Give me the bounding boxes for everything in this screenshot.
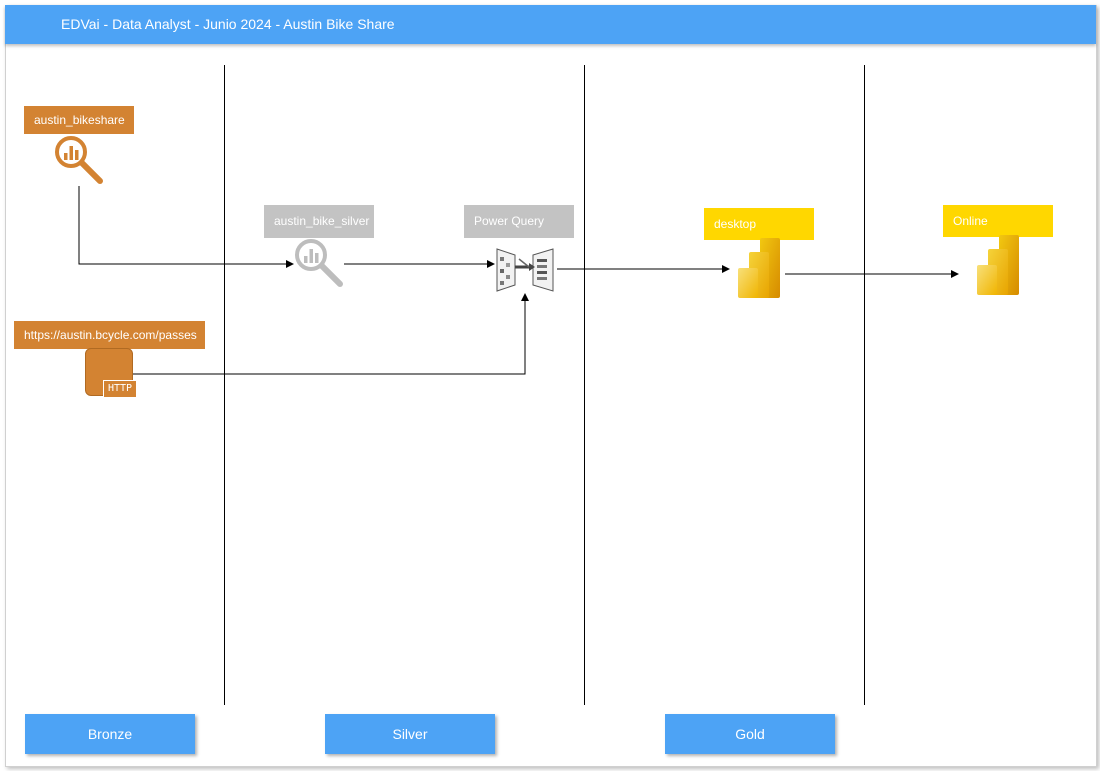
- node-label-online[interactable]: Online: [943, 205, 1053, 237]
- node-label-desktop[interactable]: desktop: [704, 208, 814, 240]
- layer-button-silver[interactable]: Silver: [325, 714, 495, 754]
- diagram-header: EDVai - Data Analyst - Junio 2024 - Aust…: [5, 5, 1096, 44]
- layer-button-gold[interactable]: Gold: [665, 714, 835, 754]
- power-bi-icon: [738, 238, 780, 298]
- lane-divider-gold-online: [864, 65, 865, 705]
- node-label-austin-bike-silver[interactable]: austin_bike_silver: [264, 205, 374, 238]
- http-web-icon: HTTP: [85, 348, 137, 398]
- search-analytics-icon: [55, 136, 103, 184]
- diagram-title: EDVai - Data Analyst - Junio 2024 - Aust…: [61, 16, 395, 32]
- edge-bikeshare-to-silver: [78, 186, 294, 268]
- node-label-power-query[interactable]: Power Query: [464, 205, 574, 238]
- lane-divider-silver-gold: [584, 65, 585, 705]
- diagram-canvas: [5, 5, 1097, 767]
- lane-divider-bronze-silver: [224, 65, 225, 705]
- power-bi-icon: [977, 235, 1019, 295]
- edge-web-to-powerquery: [132, 293, 529, 375]
- http-badge: HTTP: [103, 380, 137, 398]
- layer-button-bronze[interactable]: Bronze: [25, 714, 195, 754]
- search-analytics-icon: [295, 239, 343, 287]
- power-query-icon: [496, 248, 554, 292]
- node-label-bcycle-passes[interactable]: https://austin.bcycle.com/passes: [14, 321, 205, 349]
- node-label-austin-bikeshare[interactable]: austin_bikeshare: [24, 106, 134, 134]
